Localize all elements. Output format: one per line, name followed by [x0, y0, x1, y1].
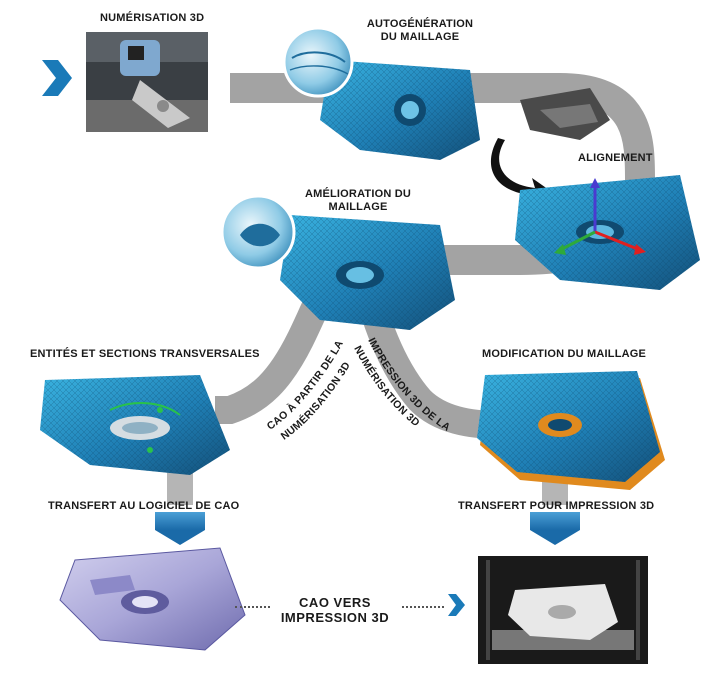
aligned-mesh-part — [515, 175, 700, 290]
label-scan: NUMÉRISATION 3D — [100, 12, 205, 24]
label-to-print: TRANSFERT POUR IMPRESSION 3D — [458, 500, 655, 512]
features-mesh-part — [40, 375, 230, 475]
label-autogen-1: AUTOGÉNÉRATION — [366, 18, 474, 30]
label-align: ALIGNEMENT — [578, 152, 653, 164]
xyz-axes-icon — [554, 178, 646, 255]
dotted-connector-left — [235, 606, 270, 612]
label-modify: MODIFICATION DU MAILLAGE — [482, 348, 647, 360]
chevron-right-icon — [42, 60, 72, 96]
cad-to-print-label: CAO VERS IMPRESSION 3D — [270, 595, 400, 625]
gray-scan-part — [520, 88, 610, 140]
label-autogen-2: DU MAILLAGE — [380, 31, 460, 43]
dotted-connector-right — [402, 606, 444, 612]
label-improve-1: AMÉLIORATION DU — [304, 188, 412, 200]
label-features: ENTITÉS ET SECTIONS TRANSVERSALES — [30, 348, 260, 360]
down-block-left — [155, 512, 205, 545]
cad-part — [59, 547, 246, 651]
autogen-mesh-part — [282, 26, 480, 160]
label-to-cad: TRANSFERT AU LOGICIEL DE CAO — [48, 500, 240, 512]
improved-mesh-part — [220, 194, 455, 330]
cad-to-print-line2: IMPRESSION 3D — [280, 610, 390, 625]
curved-arrow-icon — [490, 138, 552, 204]
down-block-right — [530, 512, 580, 545]
cad-to-print-line1: CAO VERS — [299, 595, 371, 610]
chevron-right-icon — [448, 594, 465, 616]
print-photo — [478, 556, 648, 664]
modified-mesh-part — [477, 371, 665, 490]
scan-photo — [86, 32, 208, 132]
label-improve-2: MAILLAGE — [328, 201, 388, 213]
